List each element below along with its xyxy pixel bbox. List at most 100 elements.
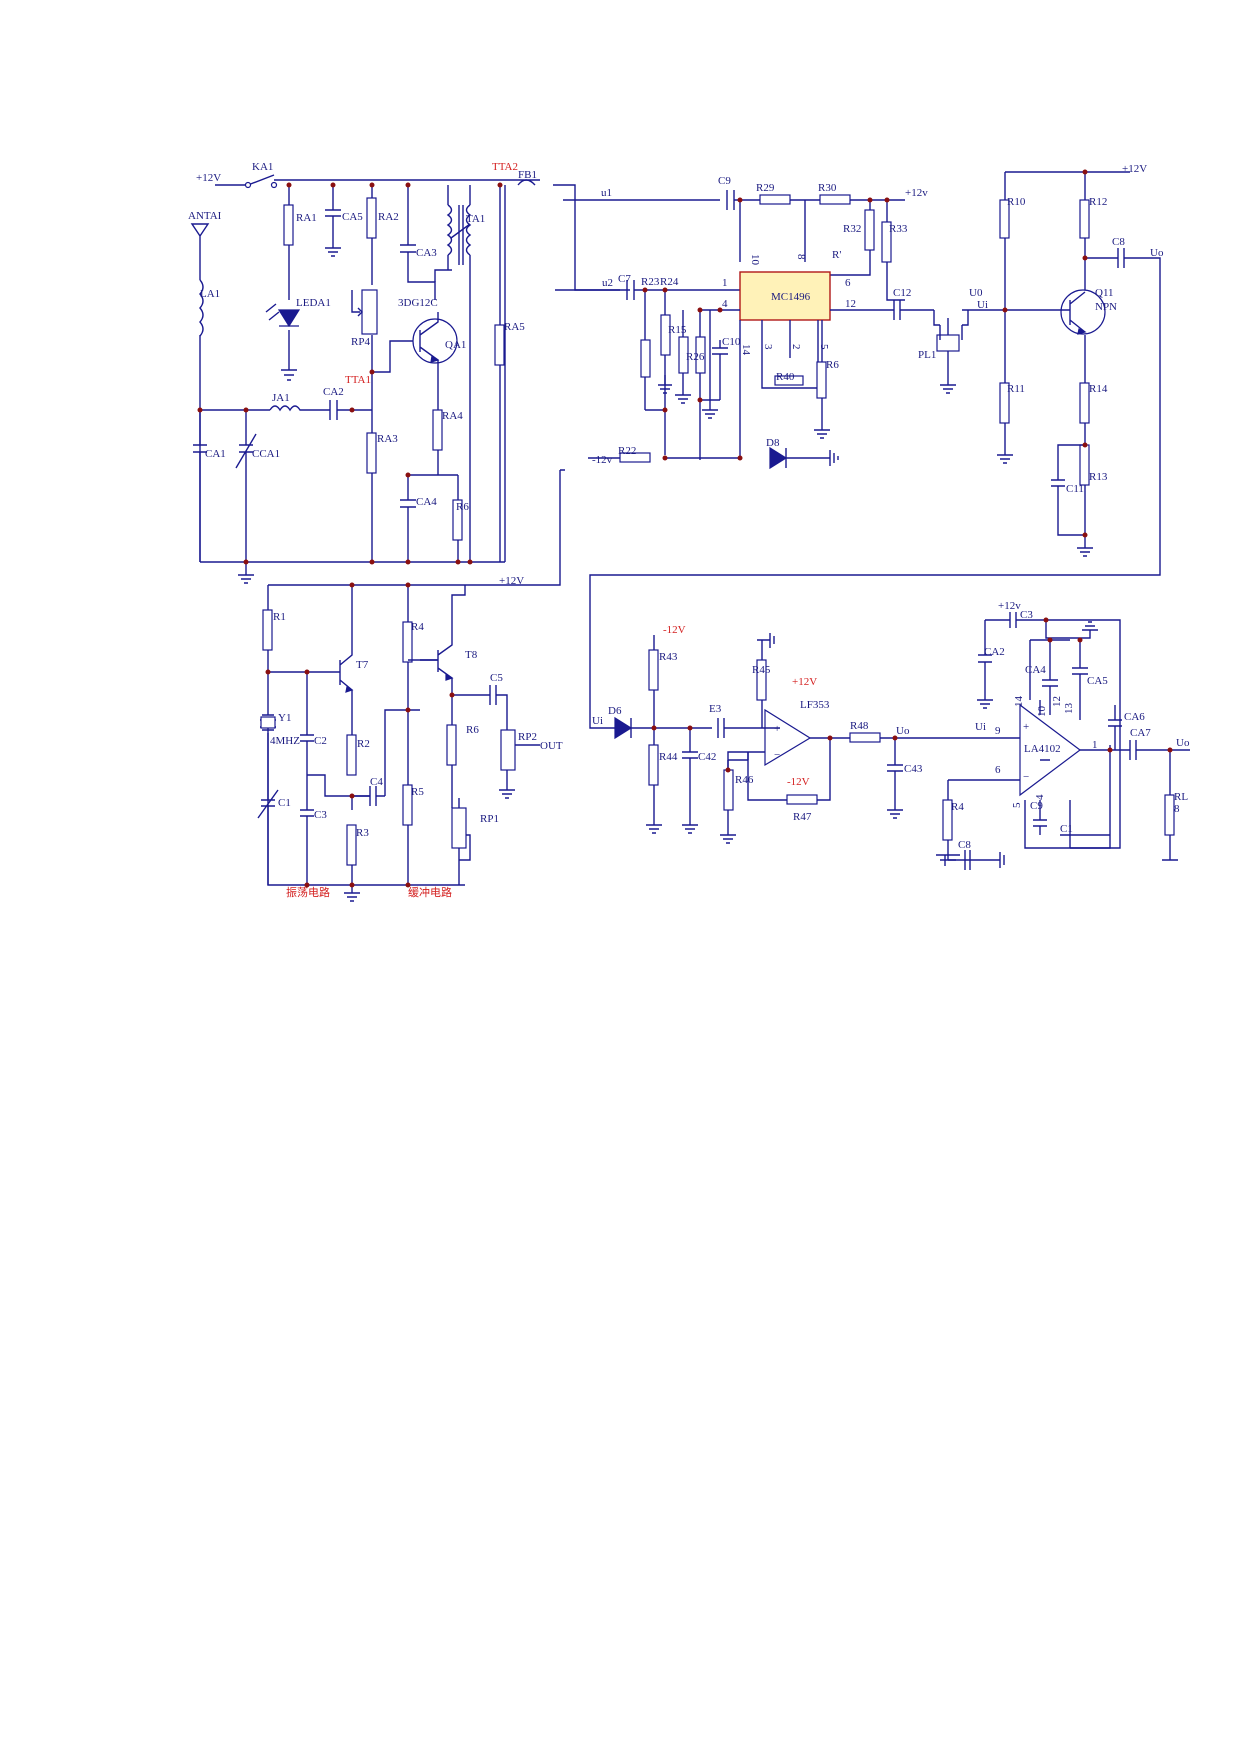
opamp-plus: + <box>774 723 780 735</box>
label-ca1: CA1 <box>205 448 226 460</box>
label-out: OUT <box>540 740 563 752</box>
label-c7: C7 <box>618 273 631 285</box>
label-r10: R10 <box>1007 196 1026 208</box>
label-la-pin10: 10 <box>1036 706 1048 718</box>
label-pin2: 2 <box>790 344 802 350</box>
label-r48: R48 <box>850 720 869 732</box>
label-c5: C5 <box>490 672 503 684</box>
label-c11: C11 <box>1066 483 1084 495</box>
q11-amplifier: +12V R10 R12 C8 Uo Q11 NPN R11 R14 R13 C… <box>589 163 1164 715</box>
label-ca5: CA5 <box>342 211 363 223</box>
label-ca5b: CA5 <box>1087 675 1108 687</box>
label-ca4b: CA4 <box>1025 664 1046 676</box>
label-uo-3: Uo <box>1176 737 1190 749</box>
label-ca2: CA2 <box>323 386 344 398</box>
label-r23: R23 <box>641 276 660 288</box>
label-fb1: FB1 <box>518 169 537 181</box>
label-u0: U0 <box>969 287 983 299</box>
label-c42: C42 <box>698 751 716 763</box>
label-r43: R43 <box>659 651 678 663</box>
label-r24: R24 <box>660 276 679 288</box>
label-ca4: CA4 <box>416 496 437 508</box>
label-lf353: LF353 <box>800 699 830 711</box>
label-la-pin4: 4 <box>1034 794 1046 800</box>
label-neg12v-2: -12V <box>663 624 686 636</box>
label-ca3: CA3 <box>416 247 437 259</box>
label-c10: C10 <box>722 336 741 348</box>
label-e3: E3 <box>709 703 722 715</box>
label-pin8: 8 <box>795 254 807 260</box>
label-ra3: RA3 <box>377 433 398 445</box>
audio-amplifier: + − +12v C3 CA2 CA4 CA5 CA6 CA7 Ui LA410… <box>936 600 1190 870</box>
label-c9b: C9 <box>1030 800 1043 812</box>
amp-plus: + <box>1023 721 1029 733</box>
label-12v-right: +12V <box>1122 163 1147 175</box>
label-r6a: R6 <box>456 501 469 513</box>
label-ra4: RA4 <box>442 410 463 422</box>
label-neg12v-3: -12V <box>787 776 810 788</box>
label-r32: R32 <box>843 223 861 235</box>
label-oscillator-cn: 振荡电路 <box>286 885 330 899</box>
label-rp4: RP4 <box>351 336 370 348</box>
label-u2: u2 <box>602 277 613 289</box>
label-leda1: LEDA1 <box>296 297 331 309</box>
label-pin14: 14 <box>740 344 752 356</box>
label-pin4: 4 <box>722 298 728 310</box>
label-ra2: RA2 <box>378 211 399 223</box>
label-la-pin6: 6 <box>995 764 1001 776</box>
label-ra1: RA1 <box>296 212 317 224</box>
label-la-pin12: 12 <box>1051 696 1063 707</box>
label-12v-c: +12v <box>905 187 928 199</box>
label-12v-lm: +12v <box>998 600 1021 612</box>
label-ca7: CA7 <box>1130 727 1151 739</box>
label-r4b: R4 <box>951 801 964 813</box>
label-pin5: 5 <box>818 344 830 350</box>
label-tta2: TTA2 <box>492 161 518 173</box>
label-r13: R13 <box>1089 471 1108 483</box>
label-rp1: RP1 <box>480 813 499 825</box>
detector-stage: + − D6 Ui R43 -12V R45 +12V LF353 E3 C42… <box>589 624 970 844</box>
label-mc1496: MC1496 <box>771 291 811 303</box>
label-t7: T7 <box>356 659 369 671</box>
label-ui: Ui <box>977 299 988 311</box>
local-oscillator: +12V R1 R4 T7 T8 Y1 4MHZ C2 R2 C4 C5 RP2… <box>257 469 565 902</box>
label-ca6: CA6 <box>1124 711 1145 723</box>
label-la1: LA1 <box>200 288 220 300</box>
label-ca2b: CA2 <box>984 646 1005 658</box>
label-la-pin5: 5 <box>1011 802 1023 808</box>
label-c4: C4 <box>370 776 383 788</box>
label-cca1: CCA1 <box>252 448 280 460</box>
label-antai: ANTAI <box>188 210 222 222</box>
label-tta1: TTA1 <box>345 374 371 386</box>
label-qa-type: 3DG12C <box>398 297 438 309</box>
opamp-minus: − <box>774 749 780 761</box>
label-u1: u1 <box>601 187 612 199</box>
label-d6: D6 <box>608 705 622 717</box>
mixer-stage: u1 C9 R29 R30 +12v R32 R33 R' C7 u2 R23 … <box>555 175 1055 470</box>
label-r40: R40 <box>776 371 795 383</box>
label-pin1: 1 <box>722 277 728 289</box>
amp-minus: − <box>1023 771 1029 783</box>
label-r6b: R6 <box>826 359 839 371</box>
label-ta1: TA1 <box>466 213 485 225</box>
label-r22: R22 <box>618 445 636 457</box>
label-12v-mid: +12V <box>499 575 524 587</box>
label-pin6: 6 <box>845 277 851 289</box>
label-r33: R33 <box>889 223 908 235</box>
label-r4: R4 <box>411 621 424 633</box>
label-t8: T8 <box>465 649 478 661</box>
label-rp2: RP2 <box>518 731 537 743</box>
label-r14: R14 <box>1089 383 1108 395</box>
label-pin3: 3 <box>762 344 774 350</box>
label-la4102: LA4102 <box>1024 743 1061 755</box>
label-ui-2: Ui <box>592 715 603 727</box>
label-pos12v: +12V <box>792 676 817 688</box>
label-rl-8: 8 <box>1174 803 1180 815</box>
label-r1: R1 <box>273 611 286 623</box>
label-c3: C3 <box>314 809 327 821</box>
label-rstar: R' <box>832 249 841 261</box>
label-d8: D8 <box>766 437 780 449</box>
label-c1: C1 <box>278 797 291 809</box>
label-la-pin9: 9 <box>995 725 1001 737</box>
